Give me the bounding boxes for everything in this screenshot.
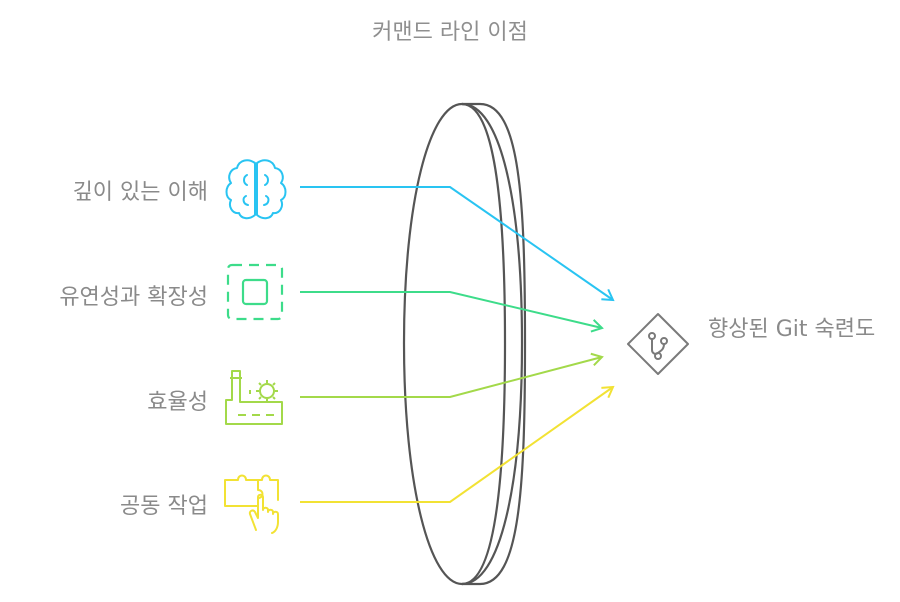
output-label: 향상된 Git 숙련도 xyxy=(708,317,876,342)
lens-shape xyxy=(402,102,527,586)
arrow-efficiency xyxy=(300,352,604,398)
input-label-collaboration: 공동 작업 xyxy=(120,494,208,519)
git-branch-icon xyxy=(627,313,689,375)
arrow-understanding xyxy=(300,186,615,302)
arrow-collaboration xyxy=(300,385,615,503)
factory-gear-icon xyxy=(225,370,283,425)
diagram-title: 커맨드 라인 이점 xyxy=(372,20,528,45)
arrow-flexibility xyxy=(300,291,604,333)
input-label-efficiency: 효율성 xyxy=(147,390,208,415)
brain-icon xyxy=(225,159,287,220)
dashed-square-icon xyxy=(226,263,284,321)
input-label-flexibility: 유연성과 확장성 xyxy=(59,285,208,310)
puzzle-hand-icon xyxy=(224,474,279,534)
input-label-understanding: 깊이 있는 이해 xyxy=(72,180,208,205)
